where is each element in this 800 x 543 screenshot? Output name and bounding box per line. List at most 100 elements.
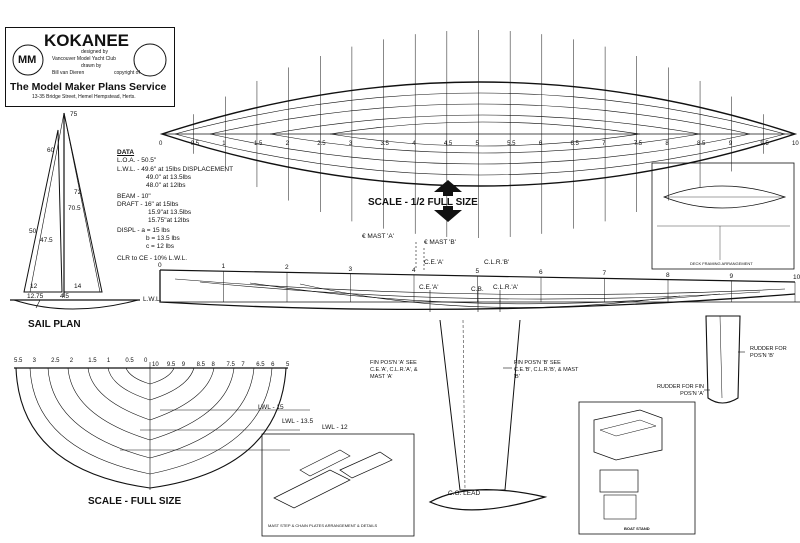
station-label: 8.5 <box>196 362 205 368</box>
sail-dim: 14 <box>74 283 82 290</box>
data-draft-1: DRAFT - 16" at 15lbs <box>117 201 179 208</box>
ce-label: C.E.'A' <box>419 284 439 291</box>
station-label: 0.5 <box>125 358 134 364</box>
deck-framing-caption: DECK FRAMING ARRANGEMENT <box>690 261 753 266</box>
lwl-12-label: LWL - 12 <box>322 424 348 431</box>
rudder-b-label: RUDDER FOR POS'N 'B' <box>750 346 787 360</box>
station-label: 5 <box>475 268 480 275</box>
station-label: 2 <box>285 141 289 147</box>
sail-dim: 12.75 <box>27 293 44 300</box>
station-label: 10 <box>793 274 800 281</box>
station-label: 0 <box>159 141 163 147</box>
data-displ-1: DISPL - a = 15 lbs <box>117 227 170 234</box>
station-label: 1 <box>221 263 226 271</box>
drawn-by-label: drawn by <box>81 63 102 69</box>
station-label: 7.5 <box>633 141 643 147</box>
fin-keel <box>428 319 548 511</box>
sail-dim: 50 <box>29 228 37 235</box>
station-label: 10 <box>152 362 159 368</box>
station-label: 2 <box>285 264 289 272</box>
station-label: 5 <box>475 141 479 147</box>
cb-label: C.B. <box>471 286 484 293</box>
station-label: 3.5 <box>380 141 389 147</box>
station-label: 4 <box>412 266 416 274</box>
station-label: 7 <box>241 362 245 368</box>
data-lwl-2: 49.0" at 13.5lbs <box>146 174 191 181</box>
designed-by-label: designed by <box>81 49 108 55</box>
cg-lead-label: C.G. LEAD <box>448 490 481 497</box>
clr-b-label: C.L.R.'B' <box>484 259 510 266</box>
station-label: 3 <box>348 141 353 147</box>
designer-name: Vancouver Model Yacht Club <box>52 56 116 62</box>
publisher-address: 13-35 Bridge Street, Hemel Hempstead, He… <box>32 94 136 100</box>
station-label: 7 <box>602 270 607 278</box>
station-label: 9 <box>181 362 186 368</box>
station-label: 9 <box>728 141 733 147</box>
boat-name: KOKANEE <box>44 31 130 50</box>
station-label: 10 <box>792 141 799 147</box>
station-label: 8 <box>211 362 215 368</box>
station-label: 7 <box>602 141 606 147</box>
lwl-135-label: LWL - 13.5 <box>282 418 314 425</box>
scale-half-label: SCALE - 1/2 FULL SIZE <box>368 197 478 208</box>
station-label: 9.5 <box>166 362 176 368</box>
data-displ-3: c = 12 lbs <box>146 243 175 250</box>
station-label: 0 <box>158 262 162 269</box>
station-label: 1 <box>106 358 111 364</box>
data-lwl-3: 48.0" at 12lbs <box>146 182 186 189</box>
body-plan-drawing <box>14 362 310 490</box>
sail-dim: 75 <box>70 111 78 118</box>
data-displ-2: b = 13.5 lbs <box>146 235 180 242</box>
station-label: 6.5 <box>570 141 579 147</box>
scale-arrows <box>434 180 462 222</box>
data-draft-3: 15.75"at 12lbs <box>148 217 190 224</box>
station-label: 2 <box>69 358 74 364</box>
title-block: KOKANEE MM designed by Vancouver Model Y… <box>5 27 175 107</box>
station-label: 4.5 <box>443 141 453 147</box>
lwl-15-label: LWL - 15 <box>258 404 284 411</box>
sail-plan-label: SAIL PLAN <box>28 319 81 330</box>
sail-dim: 12 <box>30 283 38 290</box>
station-label: 1.5 <box>88 358 97 364</box>
copyright-label: copyright of <box>114 70 140 76</box>
rudder <box>705 315 741 404</box>
station-label: 2.5 <box>51 358 60 364</box>
plan-view-hull <box>159 81 798 187</box>
station-label: 6 <box>538 141 543 147</box>
rudder-a-label: RUDDER FOR FIN POS'N 'A' <box>656 384 704 398</box>
fin-a-label: FIN POS'N 'A' SEE C.E.'A', C.L.R.'A', & … <box>370 360 418 381</box>
logo-mark <box>12 43 167 77</box>
station-label: 8 <box>665 141 669 147</box>
sail-dim: 60 <box>47 147 55 154</box>
data-clr-ce: CLR to CE - 10% L.W.L. <box>117 255 188 262</box>
data-loa: L.O.A. - 50.5" <box>117 157 157 164</box>
boat-stand-caption: BOAT STAND <box>624 526 650 531</box>
station-label: 2.5 <box>317 141 326 147</box>
sail-dim: 70.5 <box>68 205 81 212</box>
station-label: 0 <box>144 358 148 364</box>
mast-a-label: € MAST 'A' <box>362 233 394 240</box>
sail-dim: 72 <box>74 189 82 196</box>
station-label: 3 <box>32 358 36 364</box>
ce-top-label: C.E.'A' <box>424 259 444 266</box>
station-label: 9 <box>729 272 734 280</box>
mast-b-label: € MAST 'B' <box>424 239 456 246</box>
station-label: 4 <box>412 141 416 147</box>
sail-dim: 47.5 <box>40 237 53 244</box>
fin-b-label: FIN POS'N 'B' SEE C.E.'B', C.L.R.'B', & … <box>514 360 579 381</box>
station-label: 7.5 <box>226 362 235 368</box>
sail-plan-drawing <box>10 112 140 310</box>
data-heading: DATA <box>117 149 135 156</box>
deck-framing-detail <box>651 162 795 270</box>
data-draft-2: 15.9"at 13.5lbs <box>148 209 192 216</box>
sail-dim: 4.5 <box>60 293 70 300</box>
publisher-name: The Model Maker Plans Service <box>10 81 167 93</box>
data-beam: BEAM - 10" <box>117 193 151 200</box>
boat-stand-detail <box>578 401 696 535</box>
station-label: 8 <box>666 271 670 279</box>
callout-arrows <box>429 300 745 391</box>
sail-lwl-label: L.W.L. <box>143 296 162 303</box>
data-lwl-1: L.W.L. - 49.6" at 15lbs DISPLACEMENT <box>117 166 234 173</box>
station-label: 5 <box>286 362 290 368</box>
station-label: 5.5 <box>507 141 516 147</box>
